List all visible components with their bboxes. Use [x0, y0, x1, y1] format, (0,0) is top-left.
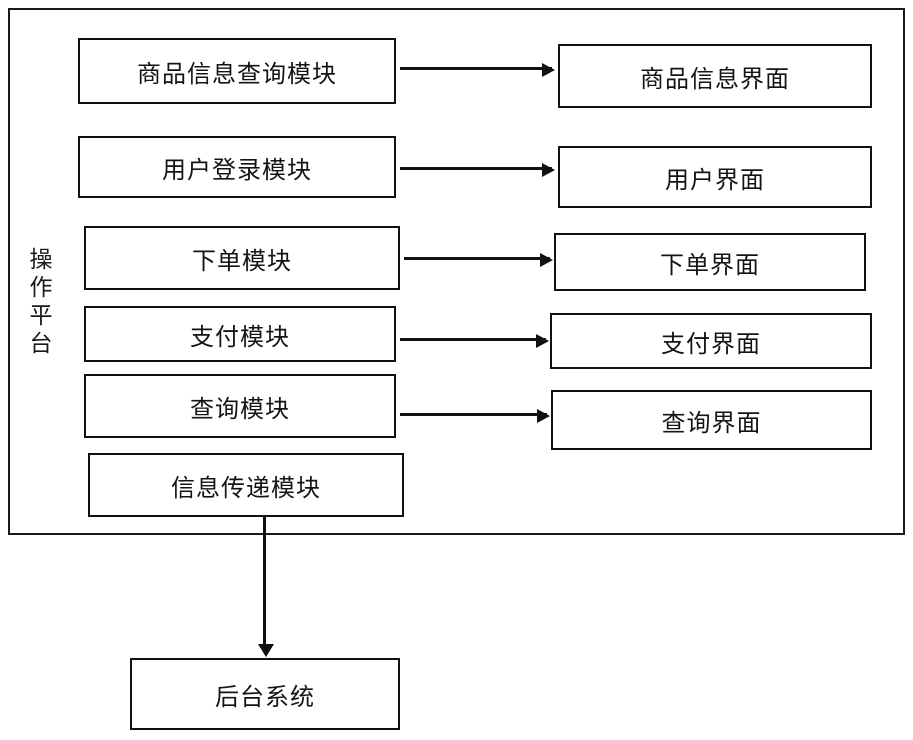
interface-box-place-order-ui[interactable]: 下单界面 [554, 233, 866, 291]
module-box-payment[interactable]: 支付模块 [84, 306, 396, 362]
arrow-place-order-to-ui [404, 253, 553, 267]
operation-platform-frame [8, 8, 905, 535]
interface-box-query-ui[interactable]: 查询界面 [551, 390, 872, 450]
module-box-message-delivery[interactable]: 信息传递模块 [88, 453, 404, 517]
platform-label-char-1: 操 [29, 246, 53, 272]
platform-label-char-4: 台 [29, 331, 53, 357]
backend-system-box[interactable]: 后台系统 [130, 658, 400, 730]
interface-box-payment-ui[interactable]: 支付界面 [550, 313, 872, 369]
module-box-user-login[interactable]: 用户登录模块 [78, 136, 396, 198]
arrow-user-login-to-ui [400, 163, 555, 177]
platform-label-char-2: 作 [29, 274, 53, 300]
arrow-payment-to-ui [400, 334, 549, 348]
platform-label-char-3: 平 [29, 303, 53, 328]
module-box-place-order[interactable]: 下单模块 [84, 226, 400, 290]
operation-platform-label: 操 作 平 台 [22, 222, 60, 382]
arrow-message-delivery-to-backend [258, 517, 274, 657]
arrow-product-info-query-to-ui [400, 63, 555, 77]
interface-box-product-info-ui[interactable]: 商品信息界面 [558, 44, 872, 108]
module-box-query[interactable]: 查询模块 [84, 374, 396, 438]
module-box-product-info-query[interactable]: 商品信息查询模块 [78, 38, 396, 104]
interface-box-user-ui[interactable]: 用户界面 [558, 146, 872, 208]
arrow-query-to-ui [400, 409, 550, 423]
